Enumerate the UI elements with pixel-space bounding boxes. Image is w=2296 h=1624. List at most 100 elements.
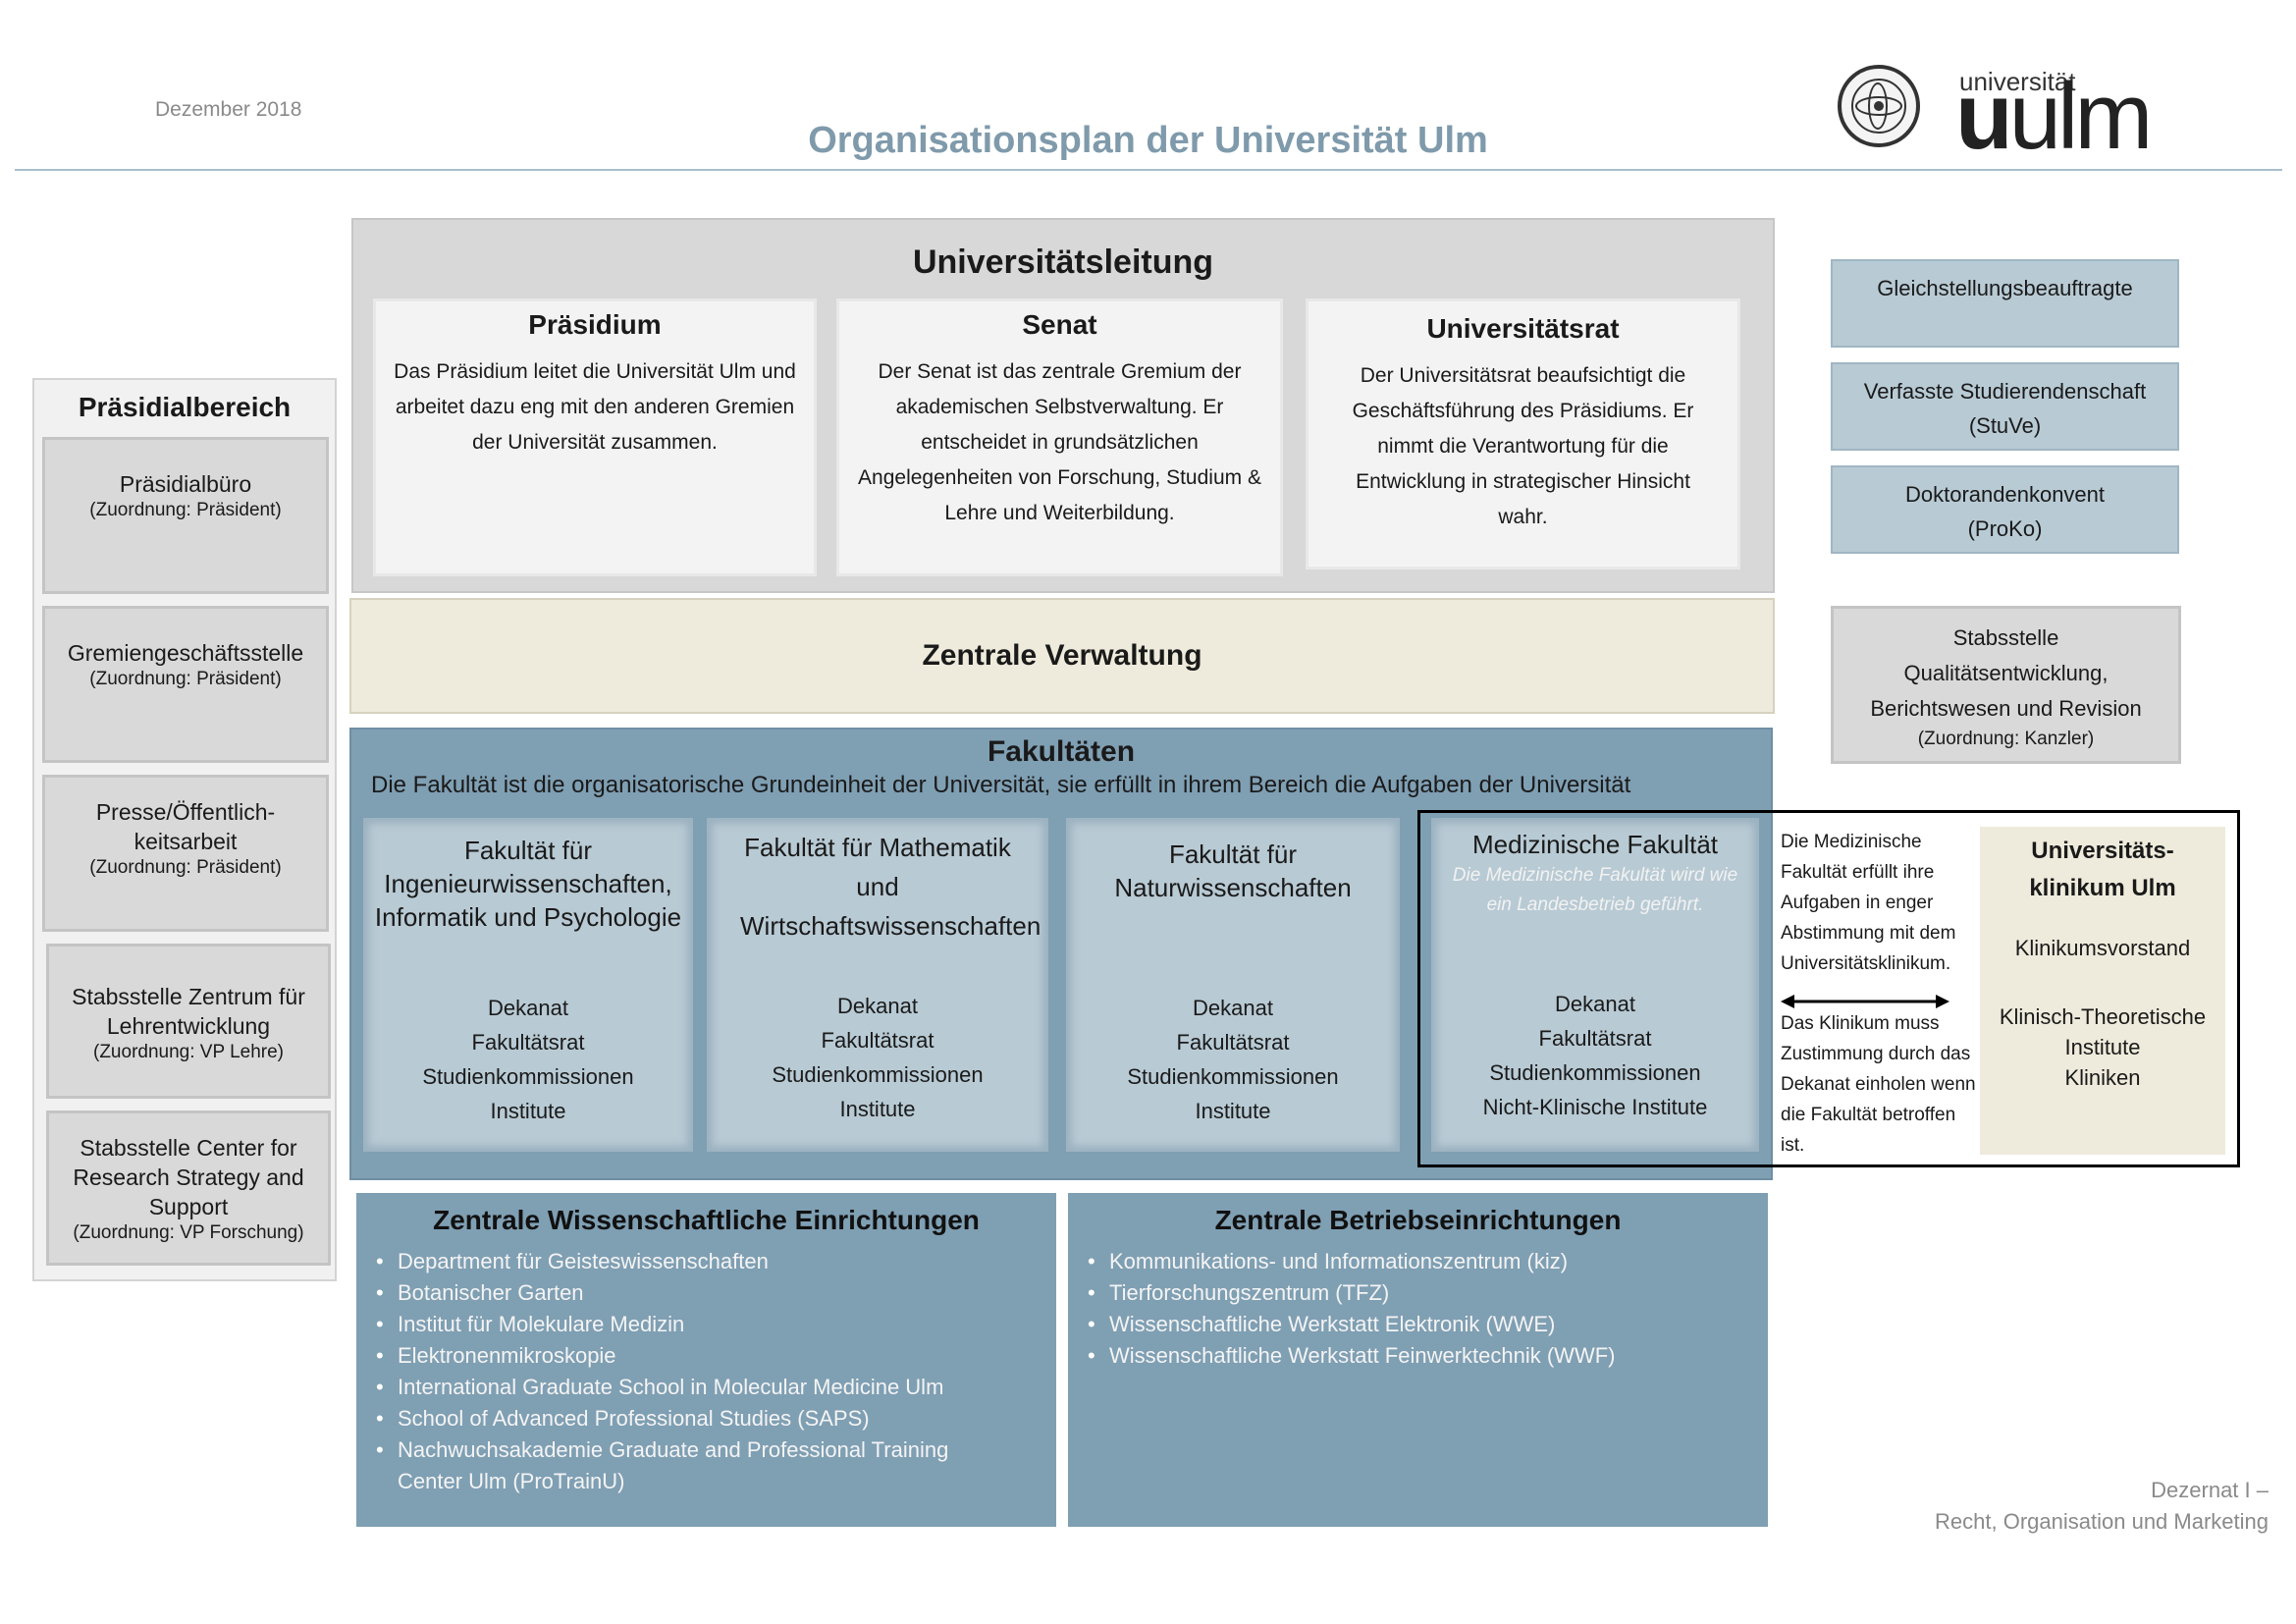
faculty-unit: Fakultätsrat [471,1030,585,1055]
faculty-unit: Nicht-Klinische Institute [1482,1095,1708,1119]
medizin-relation-text: Die Medizinische Fakultät erfüllt ihre A… [1781,827,1977,1161]
zwe-title: Zentrale Wissenschaftliche Einrichtungen [433,1205,980,1235]
faculty-unit: Fakultätsrat [1538,1026,1652,1051]
praesidial-item-sub: (Zuordnung: Präsident) [89,857,282,878]
header-divider [15,169,2282,171]
praesidial-item-sub: (Zuordnung: VP Forschung) [73,1222,304,1243]
double-arrow-icon [1781,995,1949,1008]
list-item: School of Advanced Professional Studies … [376,1403,1056,1435]
faculty-units: Dekanat Fakultätsrat Studienkommissionen… [363,991,693,1128]
universitaetsrat-card: Universitätsrat Der Universitätsrat beau… [1306,298,1740,569]
logo-uulm: uulm [1955,64,2153,169]
faculty-unit: Institute [490,1099,566,1123]
list-item: Kommunikations- und Informationszentrum … [1088,1246,1768,1277]
zentrale-verwaltung-panel: Zentrale Verwaltung [349,598,1775,714]
universitaetsleitung-panel: Universitätsleitung Präsidium Das Präsid… [351,218,1775,593]
universitaetsrat-heading: Universitätsrat [1426,313,1620,344]
faculty-unit: Institute [839,1097,916,1121]
faculty-card-mathematik: Fakultät für Mathematik und Wirtschaftsw… [707,818,1048,1152]
list-item: Wissenschaftliche Werkstatt Elektronik (… [1088,1309,1768,1340]
praesidial-item-praesidialbuero: Präsidialbüro (Zuordnung: Präsident) [42,437,329,594]
faculty-name: Fakultät für Ingenieurwissenschaften, In… [374,836,682,932]
praesidial-item-label: Gremiengeschäftsstelle [67,640,304,666]
praesidial-item-research-strategy: Stabsstelle Center for Research Strategy… [46,1110,331,1266]
list-item: Department für Geisteswissenschaften [376,1246,1056,1277]
praesidium-text: Das Präsidium leitet die Universität Ulm… [394,360,796,454]
footer-line1: Dezernat I – [2151,1478,2269,1502]
footer-line2: Recht, Organisation und Marketing [1935,1509,2269,1534]
medizin-klinikum-frame [1417,810,2240,1167]
logo-universitaet-text: universität [1959,67,2076,96]
faculty-units: Dekanat Fakultätsrat Studienkommissionen… [1066,991,1400,1128]
universitaetsleitung-title: Universitätsleitung [912,244,1214,281]
klinikum-title: Universitäts- klinikum Ulm [1980,833,2225,907]
universitaetsrat-text: Der Universitätsrat beaufsichtigt die Ge… [1352,364,1694,528]
faculty-unit: Dekanat [1193,996,1273,1020]
stabsstelle-qualitaet-sub: (Zuordnung: Kanzler) [1917,729,2095,749]
faculty-unit: Studienkommissionen [772,1062,984,1087]
faculty-units: Dekanat Fakultätsrat Studienkommissionen… [707,989,1048,1126]
faculty-unit: Dekanat [1555,992,1635,1016]
list-item: Wissenschaftliche Werkstatt Feinwerktech… [1088,1340,1768,1372]
faculty-name: Fakultät für Naturwissenschaften [1114,839,1352,902]
praesidial-item-lehrentwicklung: Stabsstelle Zentrum für Lehrentwicklung … [46,944,331,1099]
senat-card: Senat Der Senat ist das zentrale Gremium… [836,298,1283,576]
faculty-note: Die Medizinische Fakultät wird wie ein L… [1452,865,1738,915]
list-item: Elektronenmikroskopie [376,1340,1056,1372]
stuve-box: Verfasste Studierendenschaft (StuVe) [1831,362,2179,451]
praesidial-item-presse: Presse/Öffentlich- keitsarbeit (Zuordnun… [42,775,329,932]
praesidium-heading: Präsidium [528,309,662,340]
faculty-unit: Studienkommissionen [1127,1064,1339,1089]
klinikum-title-line2: klinikum Ulm [2029,875,2176,901]
praesidial-item-label: Stabsstelle Center for Research Strategy… [73,1135,304,1219]
praesidial-item-gremiengeschaeftsstelle: Gremiengeschäftsstelle (Zuordnung: Präsi… [42,606,329,763]
praesidial-item-label: Präsidialbüro [119,471,252,497]
faculty-unit: Dekanat [488,996,568,1020]
universitaetsklinikum-panel: Universitäts- klinikum Ulm Klinikumsvors… [1980,827,2225,1155]
faculty-unit: Studienkommissionen [422,1064,634,1089]
zbe-list: Kommunikations- und Informationszentrum … [1068,1246,1768,1372]
proko-box: Doktorandenkonvent (ProKo) [1831,465,2179,554]
senat-heading: Senat [1022,309,1097,340]
zentrale-wissenschaftliche-einrichtungen-panel: Zentrale Wissenschaftliche Einrichtungen… [356,1193,1056,1527]
list-item: Tierforschungszentrum (TFZ) [1088,1277,1768,1309]
praesidium-card: Präsidium Das Präsidium leitet die Unive… [373,298,817,576]
faculty-name: Medizinische Fakultät [1472,830,1718,859]
fakultaeten-panel: Fakultäten Die Fakultät ist die organisa… [349,728,1773,1180]
faculty-name: Fakultät für Mathematik und Wirtschaftsw… [740,833,1041,941]
stabsstelle-qualitaet-label: Stabsstelle Qualitätsentwicklung, Berich… [1870,625,2142,721]
footer-dezernat: Dezernat I – Recht, Organisation und Mar… [1935,1475,2269,1538]
zbe-title: Zentrale Betriebseinrichtungen [1214,1205,1622,1235]
klinikum-item-institute: Klinisch-Theoretische Institute [1999,1004,2207,1059]
date-label: Dezember 2018 [155,98,302,121]
praesidial-item-label: Stabsstelle Zentrum für Lehrentwicklung [72,984,305,1039]
faculty-unit: Institute [1195,1099,1271,1123]
faculty-card-ingenieur: Fakultät für Ingenieurwissenschaften, In… [363,818,693,1152]
klinikum-title-line1: Universitäts- [2031,838,2174,864]
faculty-card-medizin: Medizinische Fakultät Die Medizinische F… [1431,818,1759,1152]
gleichstellungsbeauftragte-box: Gleichstellungsbeauftragte [1831,259,2179,348]
page-title: Organisationsplan der Universität Ulm [808,120,1488,161]
medizin-relation-bottom: Das Klinikum muss Zustimmung durch das D… [1781,1013,1976,1156]
zentrale-betriebseinrichtungen-panel: Zentrale Betriebseinrichtungen Kommunika… [1068,1193,1768,1527]
klinikum-item-vorstand: Klinikumsvorstand [2014,936,2191,960]
list-item: Botanischer Garten [376,1277,1056,1309]
university-seal-icon [1838,65,1920,147]
list-item: Institut für Molekulare Medizin [376,1309,1056,1340]
zwe-list: Department für Geisteswissenschaften Bot… [356,1246,1056,1497]
faculty-unit: Fakultätsrat [1176,1030,1290,1055]
fakultaeten-title: Fakultäten [987,735,1136,768]
faculty-unit: Dekanat [837,994,918,1018]
faculty-units: Dekanat Fakultätsrat Studienkommissionen… [1431,987,1759,1124]
faculty-unit: Fakultätsrat [821,1028,934,1053]
list-item: International Graduate School in Molecul… [376,1372,1056,1403]
praesidialbereich-title: Präsidialbereich [78,392,292,422]
fakultaeten-description: Die Fakultät ist die organisatorische Gr… [371,772,1631,798]
list-item: Nachwuchsakademie Graduate and Professio… [376,1435,1056,1497]
klinikum-item-kliniken: Kliniken [2064,1065,2141,1090]
faculty-unit: Studienkommissionen [1489,1060,1701,1085]
praesidial-item-sub: (Zuordnung: Präsident) [89,500,282,520]
faculty-card-naturwissenschaften: Fakultät für Naturwissenschaften Dekanat… [1066,818,1400,1152]
praesidialbereich-panel: Präsidialbereich Präsidialbüro (Zuordnun… [32,378,337,1281]
praesidial-item-label: Presse/Öffentlich- keitsarbeit [95,799,276,854]
